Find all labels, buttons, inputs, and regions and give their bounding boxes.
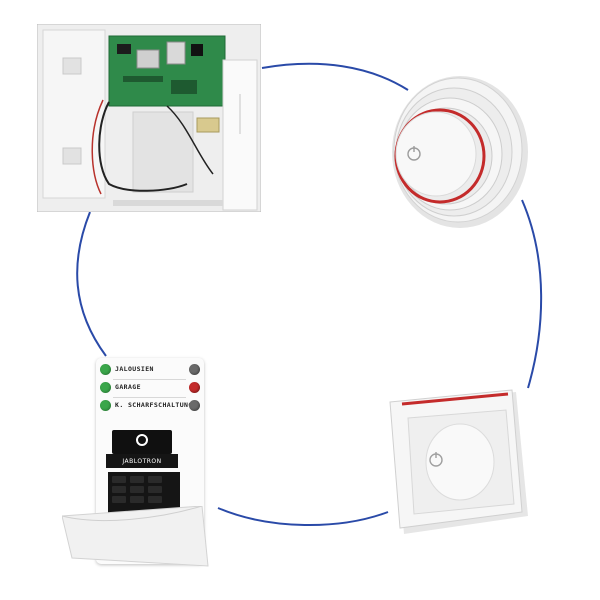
keypad-key[interactable]: [148, 476, 162, 483]
keypad-display: [112, 430, 172, 454]
keypad-cover[interactable]: [62, 506, 210, 568]
ring-arc-keypad-panel: [76, 211, 107, 357]
power-logo-icon: [136, 434, 148, 446]
smoke-detector-icon: [392, 76, 528, 228]
control-panel-icon: [36, 23, 262, 213]
siren: [388, 388, 530, 536]
row-divider: [113, 379, 186, 380]
keypad-row: GARAGE: [96, 380, 204, 396]
keypad-row-label: K. SCHARFSCHALTUNG: [115, 401, 193, 409]
keypad-row: JALOUSIEN: [96, 362, 204, 378]
segment-button[interactable]: [189, 364, 200, 375]
brand-bar: [106, 454, 178, 468]
keypad-key[interactable]: [148, 496, 162, 503]
keypad-brand: JABLOTRON: [122, 458, 162, 465]
status-led: [100, 382, 111, 393]
ring-arc-siren-keypad: [217, 507, 389, 526]
keypad-key[interactable]: [130, 476, 144, 483]
keypad-key[interactable]: [130, 496, 144, 503]
segment-button[interactable]: [189, 400, 200, 411]
keypad-key[interactable]: [130, 486, 144, 493]
status-led: [100, 364, 111, 375]
segment-button[interactable]: [189, 382, 200, 393]
access-keypad: JALOUSIEN GARAGE K. SCHARFSCHALTUNG JABL…: [62, 358, 212, 573]
smoke-detector: [380, 70, 530, 230]
ring-arc-panel-detector: [261, 62, 409, 91]
keypad-key[interactable]: [112, 476, 126, 483]
control-panel: [36, 23, 262, 213]
ring-arc-detector-siren: [521, 199, 543, 389]
status-led: [100, 400, 111, 411]
keypad-row-label: GARAGE: [115, 383, 141, 391]
keypad-row: K. SCHARFSCHALTUNG: [96, 398, 204, 414]
keypad-keys: [108, 472, 180, 516]
keypad-key[interactable]: [148, 486, 162, 493]
keypad-key[interactable]: [112, 486, 126, 493]
keypad-row-label: JALOUSIEN: [115, 365, 154, 373]
keypad-key[interactable]: [112, 496, 126, 503]
row-divider: [113, 397, 186, 398]
siren-icon: [389, 389, 528, 534]
